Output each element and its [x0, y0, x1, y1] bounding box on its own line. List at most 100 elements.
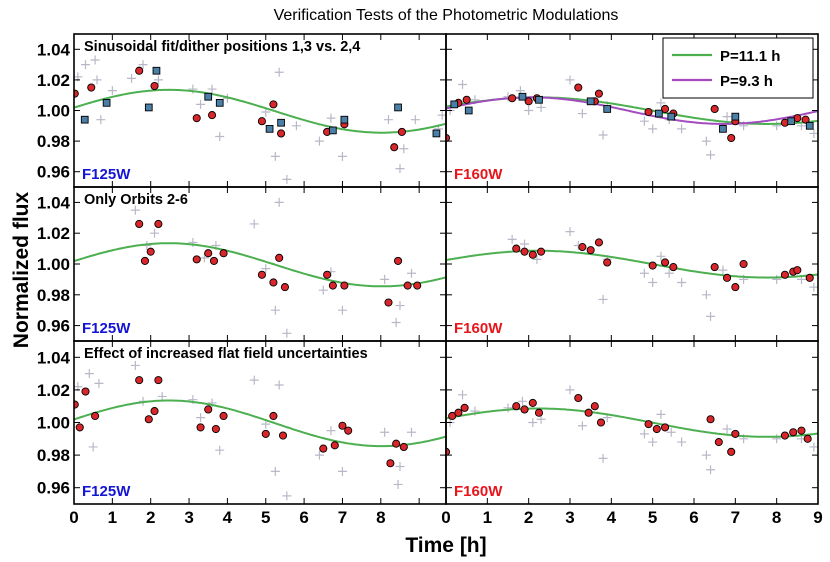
- panel-frame: [445, 340, 819, 505]
- filter-label-f160w: F160W: [454, 166, 503, 183]
- x-tick-label: 3: [184, 508, 193, 527]
- red-circle-point: [789, 428, 798, 437]
- cross-point: [395, 462, 405, 472]
- cross-point: [395, 164, 405, 174]
- blue-square-point: [805, 121, 814, 130]
- cross-point: [207, 84, 217, 94]
- cross-point: [153, 75, 163, 85]
- blue-square-point: [667, 112, 676, 121]
- red-circle-point: [144, 415, 153, 424]
- x-tick-label: 3: [565, 508, 574, 527]
- red-circle-point: [731, 429, 740, 438]
- red-circle-point: [403, 281, 412, 290]
- red-circle-point: [394, 256, 403, 265]
- y-tick-label: 1.04: [37, 193, 71, 212]
- cross-point: [458, 390, 468, 400]
- x-tick-label: 6: [689, 508, 698, 527]
- blue-square-point: [204, 92, 213, 101]
- y-tick-label: 0.98: [37, 132, 70, 151]
- x-tick-label: 4: [607, 508, 617, 527]
- blue-square-point: [265, 125, 274, 133]
- cross-point: [648, 124, 658, 134]
- cross-point: [88, 442, 98, 452]
- panel-middle-right: F160W: [445, 186, 819, 342]
- red-circle-point: [204, 405, 213, 414]
- red-circle-point: [537, 247, 546, 256]
- red-circle-point: [584, 408, 593, 417]
- red-circle-point: [706, 415, 715, 424]
- red-circle-point: [323, 270, 332, 279]
- cross-point: [664, 268, 674, 278]
- cross-point: [314, 450, 324, 460]
- legend-label: P=11.1 h: [720, 48, 780, 65]
- red-circle-point: [208, 111, 217, 120]
- cross-point: [150, 228, 160, 238]
- red-circle-point: [204, 249, 213, 258]
- red-circle-point: [75, 423, 84, 432]
- red-circle-point: [594, 89, 603, 98]
- cross-point: [772, 274, 782, 284]
- x-tick-label: 0: [69, 508, 78, 527]
- red-circle-point: [338, 421, 347, 430]
- red-circle-point: [319, 444, 328, 453]
- y-tick-label: 0.98: [37, 286, 70, 305]
- cross-point: [666, 427, 676, 437]
- panel-plot-area: [446, 385, 818, 475]
- cross-point: [528, 418, 538, 427]
- blue-square-point: [464, 106, 473, 115]
- blue-square-point: [215, 98, 224, 107]
- cross-point: [656, 409, 666, 419]
- cross-point: [380, 274, 390, 284]
- red-circle-point: [669, 263, 678, 272]
- y-tick-label: 0.98: [37, 446, 70, 465]
- y-tick-label: 1.02: [37, 71, 70, 90]
- cross-point: [406, 427, 416, 437]
- cross-point: [81, 60, 91, 70]
- red-circle-point: [652, 424, 661, 434]
- cross-point: [274, 197, 284, 207]
- red-circle-point: [140, 256, 149, 265]
- blue-square-point: [277, 118, 285, 127]
- cross-point: [391, 318, 401, 328]
- filter-label-f125w: F125W: [82, 320, 131, 337]
- red-circle-point: [261, 429, 270, 438]
- blue-square-point: [102, 98, 111, 107]
- x-tick-label: 1: [483, 508, 492, 527]
- fit-curve-green: [446, 249, 818, 279]
- x-tick-label: 8: [772, 508, 781, 527]
- red-circle-point: [508, 94, 517, 103]
- panel-plot-area: [74, 197, 446, 338]
- cross-point: [90, 55, 100, 65]
- x-tick-label: 4: [223, 508, 233, 527]
- filter-label-f160w: F160W: [454, 320, 503, 337]
- cross-point: [393, 479, 403, 489]
- red-circle-point: [648, 261, 657, 270]
- cross-point: [196, 413, 206, 423]
- panel-title: Effect of increased flat field uncertain…: [84, 346, 368, 362]
- blue-square-point: [394, 103, 402, 112]
- y-tick-label: 0.96: [37, 479, 70, 498]
- x-tick-label: 9: [813, 508, 822, 527]
- cross-point: [772, 121, 782, 131]
- cross-point: [337, 466, 347, 476]
- cross-point: [261, 264, 271, 274]
- red-circle-point: [196, 423, 205, 432]
- cross-point: [196, 99, 206, 109]
- red-circle-point: [805, 273, 814, 282]
- red-circle-point: [446, 447, 451, 456]
- red-circle-point: [150, 81, 159, 91]
- y-tick-label: 0.96: [37, 317, 70, 336]
- cross-point: [380, 427, 390, 437]
- red-circle-point: [135, 66, 144, 75]
- red-circle-point: [723, 273, 732, 282]
- red-circle-point: [192, 255, 201, 264]
- cross-point: [718, 265, 728, 275]
- cross-point: [318, 285, 328, 295]
- cross-point: [314, 136, 324, 146]
- cross-point: [270, 305, 280, 315]
- cross-point: [130, 205, 140, 215]
- cross-point: [565, 75, 575, 85]
- red-circle-point: [574, 393, 583, 403]
- blue-square-point: [432, 129, 441, 138]
